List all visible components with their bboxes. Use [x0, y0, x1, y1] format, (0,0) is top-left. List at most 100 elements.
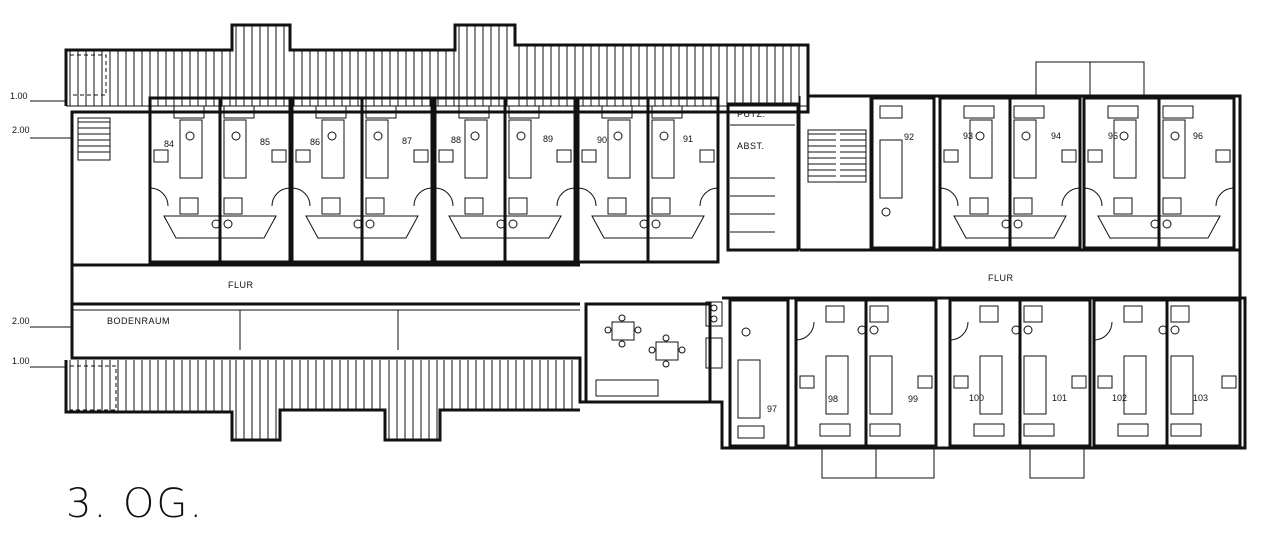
room-number: 101 [1052, 393, 1067, 403]
door-swing [949, 321, 969, 341]
bed [879, 139, 903, 199]
wardrobe [943, 149, 959, 163]
shower [1113, 197, 1133, 215]
desk [601, 105, 633, 119]
door-swing [939, 187, 959, 207]
chair [659, 131, 669, 141]
attic-label: BODENRAUM [107, 316, 170, 326]
bed [869, 355, 893, 415]
chair [516, 131, 526, 141]
corridor-label-west: FLUR [228, 280, 254, 290]
door-swing [1215, 187, 1235, 207]
toilet [1150, 219, 1160, 229]
wardrobe [556, 149, 572, 163]
bed [223, 119, 247, 179]
room-wall [870, 96, 936, 250]
chair [975, 131, 985, 141]
building-outline [70, 94, 1247, 450]
room-number: 98 [828, 394, 838, 404]
desk [651, 105, 683, 119]
bed [1170, 355, 1194, 415]
wardrobe [699, 149, 715, 163]
bed [1023, 355, 1047, 415]
desk [1107, 105, 1139, 119]
door-swing [413, 187, 433, 207]
toilet [1158, 325, 1168, 335]
desk [869, 423, 901, 437]
toilet [881, 207, 891, 217]
shower [651, 197, 671, 215]
room-number: 99 [908, 394, 918, 404]
common-room [584, 301, 723, 404]
corridor-label-east: FLUR [988, 273, 1014, 283]
toilet [211, 219, 221, 229]
bed [979, 355, 1003, 415]
level-markers: 1.00 2.00 2.00 1.00 [10, 91, 72, 368]
toilet [741, 327, 751, 337]
shower [607, 197, 627, 215]
desk [737, 425, 765, 439]
shower [869, 305, 889, 323]
toilet [1001, 219, 1011, 229]
shower [321, 197, 341, 215]
wardrobe [917, 375, 933, 389]
room-number: 95 [1108, 131, 1118, 141]
wardrobe [438, 149, 454, 163]
desk [173, 105, 205, 119]
wardrobe [1071, 375, 1087, 389]
room-number: 97 [767, 404, 777, 414]
door-swing [795, 321, 815, 341]
bed [969, 119, 993, 179]
room-number: 94 [1051, 131, 1061, 141]
shower [365, 197, 385, 215]
chair [1170, 131, 1180, 141]
desk [963, 105, 995, 119]
shower [969, 197, 989, 215]
room-wall [728, 298, 790, 448]
room-number: 84 [164, 139, 174, 149]
bed [508, 119, 532, 179]
roof-hatch [69, 54, 107, 96]
toilet [365, 219, 375, 229]
shower [1170, 305, 1190, 323]
toilet [639, 219, 649, 229]
toilet [869, 325, 879, 335]
room-number: 91 [683, 134, 693, 144]
room-number: 92 [904, 132, 914, 142]
desk [315, 105, 347, 119]
attic-partitions [239, 310, 399, 350]
desk [1013, 105, 1045, 119]
stair-west [77, 117, 111, 161]
service-rooms [726, 102, 800, 252]
shower [1013, 197, 1033, 215]
bathroom [163, 215, 277, 239]
room-number: 90 [597, 135, 607, 145]
room-numbers-north: 84 85 86 87 88 89 90 91 92 93 94 95 96 [164, 131, 1203, 149]
level-mark-4: 1.00 [12, 356, 30, 366]
door-swing [1083, 187, 1103, 207]
desk [1117, 423, 1149, 437]
shower [1023, 305, 1043, 323]
room-number: 87 [402, 136, 412, 146]
desk [508, 105, 540, 119]
shower [223, 197, 243, 215]
bed [1123, 355, 1147, 415]
bathroom [1097, 215, 1221, 239]
desk [1162, 105, 1194, 119]
wardrobe [295, 149, 311, 163]
chair [231, 131, 241, 141]
wardrobe [581, 149, 597, 163]
chair [1119, 131, 1129, 141]
toilet [651, 219, 661, 229]
room-number: 103 [1193, 393, 1208, 403]
toilet [1162, 219, 1172, 229]
bathroom [305, 215, 419, 239]
desk [973, 423, 1005, 437]
bed [179, 119, 203, 179]
bathroom [591, 215, 705, 239]
wardrobe [1061, 149, 1077, 163]
bed [651, 119, 675, 179]
bed [464, 119, 488, 179]
desk [879, 105, 903, 119]
toilet [496, 219, 506, 229]
